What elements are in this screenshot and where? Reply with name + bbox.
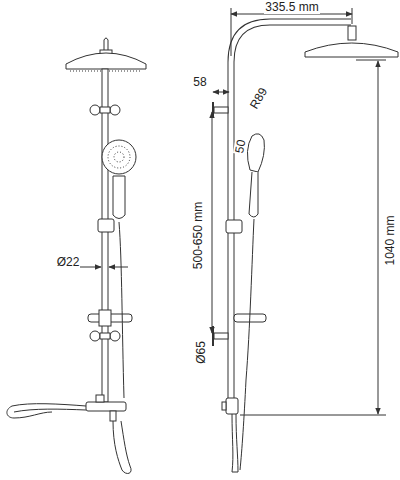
- dimension-label: Ø65: [195, 340, 208, 365]
- dimension-label: Ø22: [56, 256, 81, 269]
- dimension-label: 58: [192, 76, 207, 89]
- dimension-label: 500-650 mm: [193, 200, 206, 269]
- dimension-label: 335.5 mm: [264, 1, 319, 14]
- dimension-label: 1040 mm: [384, 214, 397, 266]
- dimension-label: 50: [233, 137, 248, 154]
- dimension-label: R89: [247, 84, 270, 111]
